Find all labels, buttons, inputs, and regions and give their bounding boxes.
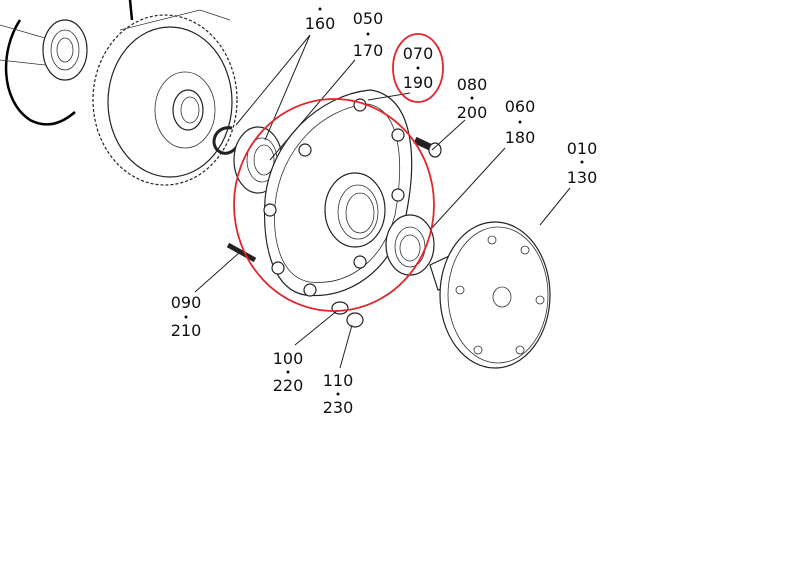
highlight-circle-housing [233,98,435,312]
flange-shaft-010 [429,221,551,369]
callout-number: 070 [403,44,434,63]
callout-number: 230 [323,398,354,417]
snap-ring [4,19,76,126]
callout-number: 180 [505,128,536,147]
callout-number: 210 [171,321,202,340]
callout-010-130[interactable]: 010 130 [567,139,598,187]
housing-070 [263,89,413,297]
callout-060-180[interactable]: 060 180 [505,97,536,147]
callout-050-170[interactable]: 050 170 [353,9,384,60]
callout-070-190[interactable]: 070 190 [403,44,434,92]
callout-number: 050 [353,9,384,28]
washer-100 [331,301,349,315]
callout-160[interactable]: 160 [305,7,336,34]
callout-number: 010 [567,139,598,158]
bolt-080 [413,136,442,158]
callout-110-230[interactable]: 110 230 [323,371,354,417]
stud-090 [226,242,257,263]
callout-number: 090 [171,293,202,312]
callout-number: 160 [305,14,336,33]
callout-number: 060 [505,97,536,116]
circlip-160 [212,126,240,155]
callout-090-210[interactable]: 090 210 [171,293,202,340]
bearing-left [0,19,88,81]
oil-seal-060 [385,214,435,276]
nut-110 [346,312,364,328]
callout-number: 110 [323,371,354,390]
callout-number: 080 [457,75,488,94]
callout-number: 100 [273,349,304,368]
leader-lines [194,34,571,369]
callout-080-200[interactable]: 080 200 [457,75,488,122]
callout-number: 130 [567,168,598,187]
callout-100-220[interactable]: 100 220 [273,349,304,395]
callout-number: 190 [403,73,434,92]
snap-ring-end [128,0,134,21]
callout-number: 220 [273,376,304,395]
ring-gear [92,9,238,186]
callout-number: 200 [457,103,488,122]
highlight-circle-callout-070 [392,33,444,103]
callout-number: 170 [353,41,384,60]
